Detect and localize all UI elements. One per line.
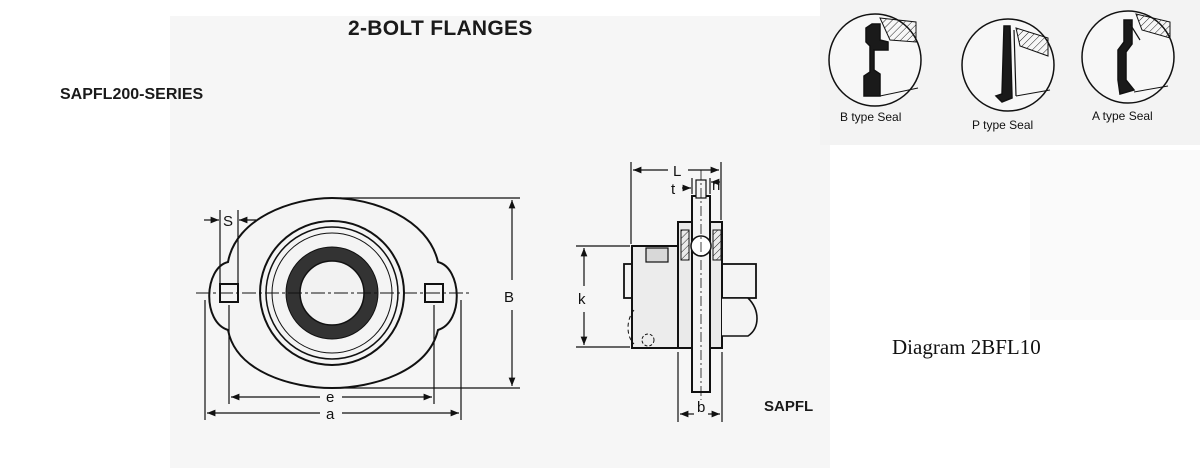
seal-detail-a xyxy=(1081,10,1175,104)
dim-label-e: e xyxy=(326,389,334,406)
diagram-id: Diagram 2BFL10 xyxy=(892,335,1041,359)
dim-b-height xyxy=(340,197,520,389)
series-label: SAPFL200-SERIES xyxy=(60,86,204,103)
dim-label-a: a xyxy=(326,406,335,423)
set-screw xyxy=(645,247,669,263)
model-label: SAPFL xyxy=(764,398,814,415)
hidden-screw xyxy=(641,333,655,347)
flange-front-view xyxy=(196,196,470,390)
dim-e xyxy=(228,305,435,404)
seal-shading xyxy=(680,229,690,261)
page-title: 2-BOLT FLANGES xyxy=(348,17,533,40)
dim-label-s: S xyxy=(223,213,233,230)
dim-b-width xyxy=(677,352,723,422)
dim-l xyxy=(630,162,722,244)
dim-label-b-height: B xyxy=(504,289,514,306)
dim-k xyxy=(576,245,630,348)
scan-background-right xyxy=(1030,150,1200,320)
bore xyxy=(299,260,365,326)
dim-label-t: t xyxy=(671,181,676,198)
seal-caption-b: B type Seal xyxy=(840,110,901,124)
seal-detail-b xyxy=(828,13,922,107)
locking-collar xyxy=(631,245,679,349)
hidden-line xyxy=(627,309,635,345)
shaft-end xyxy=(722,297,758,337)
dim-label-k: k xyxy=(578,291,586,308)
seal-shading xyxy=(712,229,722,261)
dim-label-l: L xyxy=(673,163,681,180)
seal-detail-p xyxy=(961,18,1055,112)
dim-s xyxy=(204,210,256,283)
dim-label-b-width: b xyxy=(697,399,705,416)
seal-caption-a: A type Seal xyxy=(1092,109,1153,123)
dim-label-n: n xyxy=(712,177,720,194)
seal-caption-p: P type Seal xyxy=(972,118,1033,132)
dim-a xyxy=(204,300,462,420)
flange-side-view xyxy=(623,170,758,400)
dim-t-n xyxy=(682,178,720,194)
